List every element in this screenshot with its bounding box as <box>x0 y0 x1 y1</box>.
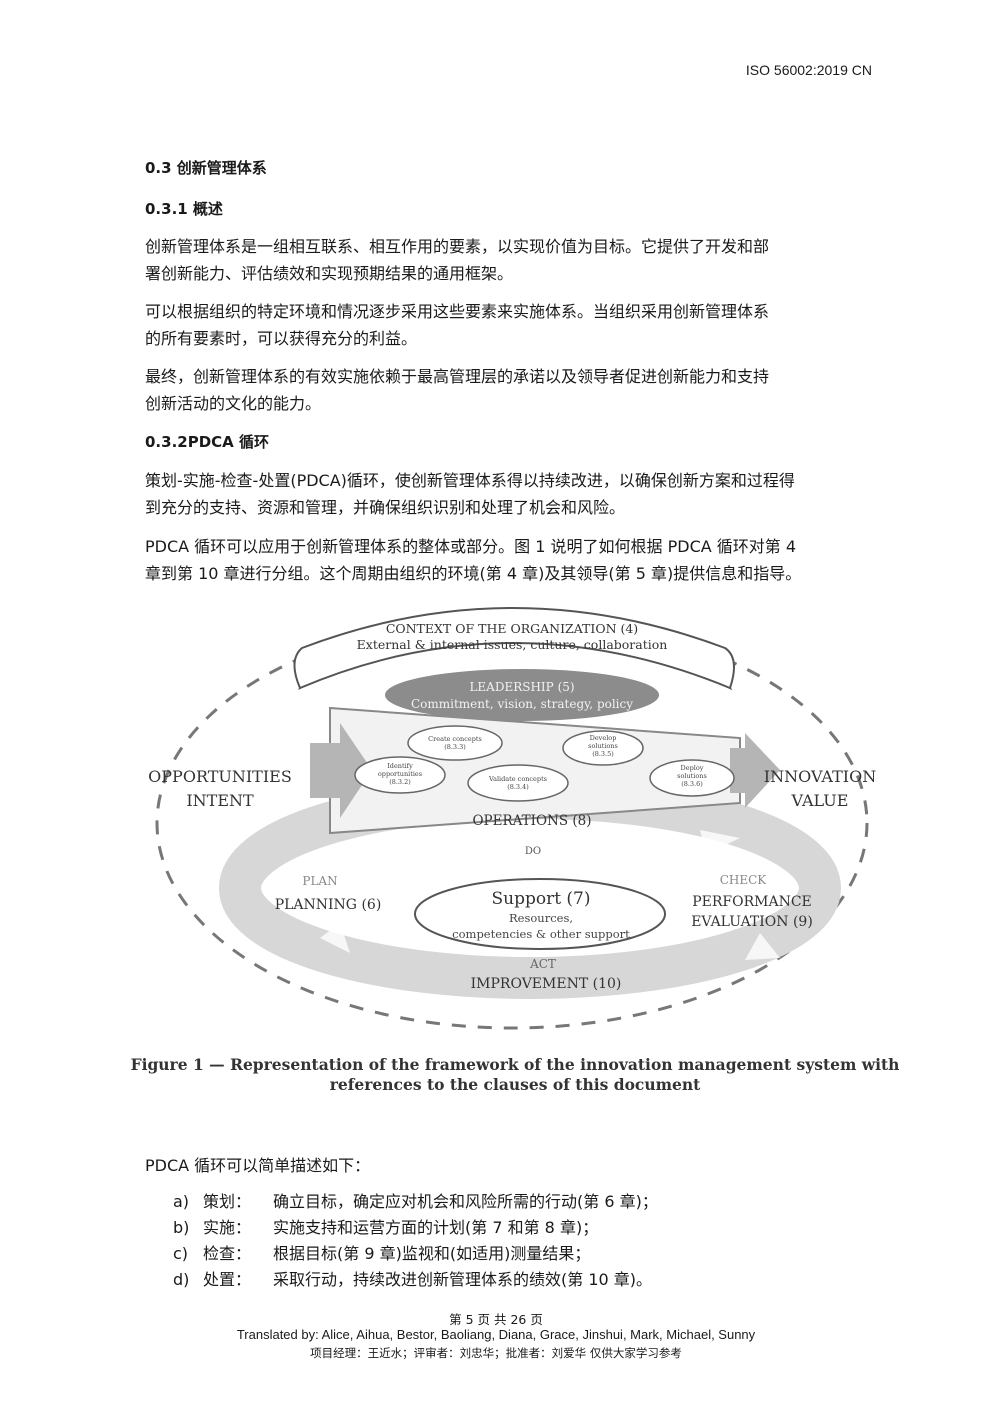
do-label: DO <box>525 846 541 857</box>
credits-line: 项目经理：王近水；评审者：刘忠华；批准者：刘爱华 仅供大家学习参考 <box>310 1346 682 1360</box>
list-term: 处置： <box>203 1270 252 1289</box>
cycle-arrow-left <box>320 923 350 953</box>
plan-label: PLAN <box>302 874 337 888</box>
process-label: Identify <box>387 762 413 770</box>
paragraph-pdca-scope: PDCA 循环可以应用于创新管理体系的整体或部分。图 1 说明了如何根据 PDC… <box>145 533 865 587</box>
act-label: ACT <box>529 957 556 971</box>
intent-label: INTENT <box>186 791 254 810</box>
list-text: 确立目标，确定应对机会和风险所需的行动(第 6 章)； <box>273 1192 658 1211</box>
process-label: (8.3.4) <box>507 783 529 791</box>
context-arch-band <box>293 607 735 690</box>
process-identify-opportunities <box>354 756 446 794</box>
leadership-ellipse <box>385 669 659 721</box>
translators-line: Translated by: Alice, Aihua, Bestor, Bao… <box>236 1327 756 1342</box>
page-number: 第 5 页 共 26 页 <box>449 1312 543 1327</box>
text-line: 署创新能力、评估绩效和实现预期结果的通用框架。 <box>145 264 514 283</box>
list-intro: PDCA 循环可以简单描述如下： <box>145 1156 371 1175</box>
process-label: (8.3.3) <box>444 743 466 751</box>
process-label: Validate concepts <box>488 775 547 783</box>
opportunities-label: OPPORTUNITIES <box>148 767 292 786</box>
evaluation-label: EVALUATION (9) <box>691 914 813 930</box>
cycle-arrow-right <box>745 933 780 960</box>
list-term: 策划： <box>203 1192 252 1211</box>
support-ellipse <box>414 878 666 950</box>
process-label: Create concepts <box>428 735 482 743</box>
list-item: b) 实施： 实施支持和运营方面的计划(第 7 和第 8 章)； <box>173 1215 658 1241</box>
list-term: 实施： <box>203 1218 252 1237</box>
innovation-label: INNOVATION <box>764 767 876 786</box>
paragraph-leadership: 最终，创新管理体系的有效实施依赖于最高管理层的承诺以及领导者促进创新能力和支持 … <box>145 363 865 417</box>
list-item: c) 检查： 根据目标(第 9 章)监视和(如适用)测量结果； <box>173 1241 658 1267</box>
process-develop-solutions <box>562 730 644 766</box>
paragraph-pdca: 策划-实施-检查-处置(PDCA)循环，使创新管理体系得以持续改进，以确保创新方… <box>145 467 865 521</box>
process-deploy-solutions <box>649 759 735 797</box>
section-heading-0-3: 0.3 创新管理体系 <box>145 159 267 177</box>
text-line: PDCA 循环可以应用于创新管理体系的整体或部分。图 1 说明了如何根据 PDC… <box>145 537 797 556</box>
figure-caption: Figure 1 — Representation of the framewo… <box>130 1055 900 1095</box>
leadership-title: LEADERSHIP (5) <box>469 680 574 694</box>
check-label: CHECK <box>720 873 768 887</box>
list-marker: d) <box>173 1270 190 1289</box>
process-validate-concepts <box>467 764 569 802</box>
process-label: Deploy <box>681 764 704 772</box>
process-label: opportunities <box>378 770 422 778</box>
process-label: (8.3.2) <box>389 778 411 786</box>
process-create-concepts <box>407 725 503 761</box>
paragraph-overview: 创新管理体系是一组相互联系、相互作用的要素，以实现价值为目标。它提供了开发和部 … <box>145 233 865 287</box>
text-line: 策划-实施-检查-处置(PDCA)循环，使创新管理体系得以持续改进，以确保创新方… <box>145 471 795 490</box>
output-arrow <box>730 733 780 808</box>
value-label: VALUE <box>791 791 849 810</box>
process-label: (8.3.5) <box>592 750 614 758</box>
innovation-framework-diagram: CONTEXT OF THE ORGANIZATION (4) External… <box>148 607 876 1030</box>
document-id: ISO 56002:2019 CN <box>745 62 872 78</box>
list-term: 检查： <box>203 1244 252 1263</box>
list-marker: b) <box>173 1218 190 1237</box>
section-heading-0-3-2: 0.3.2PDCA 循环 <box>145 433 269 451</box>
cycle-arrow-top <box>700 830 740 854</box>
process-label: (8.3.6) <box>681 780 703 788</box>
leadership-subtitle: Commitment, vision, strategy, policy <box>411 697 633 711</box>
improvement-label: IMPROVEMENT (10) <box>471 976 622 992</box>
context-subtitle: External & internal issues, culture, col… <box>357 637 668 652</box>
text-line: 创新活动的文化的能力。 <box>145 394 322 413</box>
list-marker: c) <box>173 1244 189 1263</box>
support-subtitle: competencies & other support <box>452 927 630 941</box>
process-label: solutions <box>677 772 707 780</box>
context-title: CONTEXT OF THE ORGANIZATION (4) <box>386 621 638 636</box>
text-line: 最终，创新管理体系的有效实施依赖于最高管理层的承诺以及领导者促进创新能力和支持 <box>145 367 770 386</box>
text-line: 创新管理体系是一组相互联系、相互作用的要素，以实现价值为目标。它提供了开发和部 <box>145 237 770 256</box>
list-text: 根据目标(第 9 章)监视和(如适用)测量结果； <box>273 1244 591 1263</box>
list-marker: a) <box>173 1192 190 1211</box>
text-line: 可以根据组织的特定环境和情况逐步采用这些要素来实施体系。当组织采用创新管理体系 <box>145 302 770 321</box>
list-item: d) 处置： 采取行动，持续改进创新管理体系的绩效(第 10 章)。 <box>173 1267 658 1293</box>
process-label: solutions <box>588 742 618 750</box>
operations-label: OPERATIONS (8) <box>472 813 591 829</box>
text-line: 章到第 10 章进行分组。这个周期由组织的环境(第 4 章)及其领导(第 5 章… <box>145 564 802 583</box>
outer-dashed-loop <box>155 616 869 1030</box>
support-subtitle: Resources, <box>509 911 573 925</box>
caption-line: Figure 1 — Representation of the framewo… <box>130 1055 900 1074</box>
planning-label: PLANNING (6) <box>275 897 382 913</box>
list-text: 采取行动，持续改进创新管理体系的绩效(第 10 章)。 <box>273 1270 653 1289</box>
pdca-list: a) 策划： 确立目标，确定应对机会和风险所需的行动(第 6 章)； b) 实施… <box>173 1189 658 1293</box>
paragraph-adoption: 可以根据组织的特定环境和情况逐步采用这些要素来实施体系。当组织采用创新管理体系 … <box>145 298 865 352</box>
support-title: Support (7) <box>491 889 590 909</box>
caption-line: references to the clauses of this docume… <box>329 1075 701 1094</box>
process-label: Develop <box>590 734 617 742</box>
input-arrow <box>310 723 372 818</box>
section-heading-0-3-1: 0.3.1 概述 <box>145 200 223 218</box>
performance-label: PERFORMANCE <box>692 894 812 910</box>
list-text: 实施支持和运营方面的计划(第 7 和第 8 章)； <box>273 1218 599 1237</box>
text-line: 的所有要素时，可以获得充分的利益。 <box>145 329 418 348</box>
list-item: a) 策划： 确立目标，确定应对机会和风险所需的行动(第 6 章)； <box>173 1189 658 1215</box>
text-line: 到充分的支持、资源和管理，并确保组织识别和处理了机会和风险。 <box>145 498 626 517</box>
